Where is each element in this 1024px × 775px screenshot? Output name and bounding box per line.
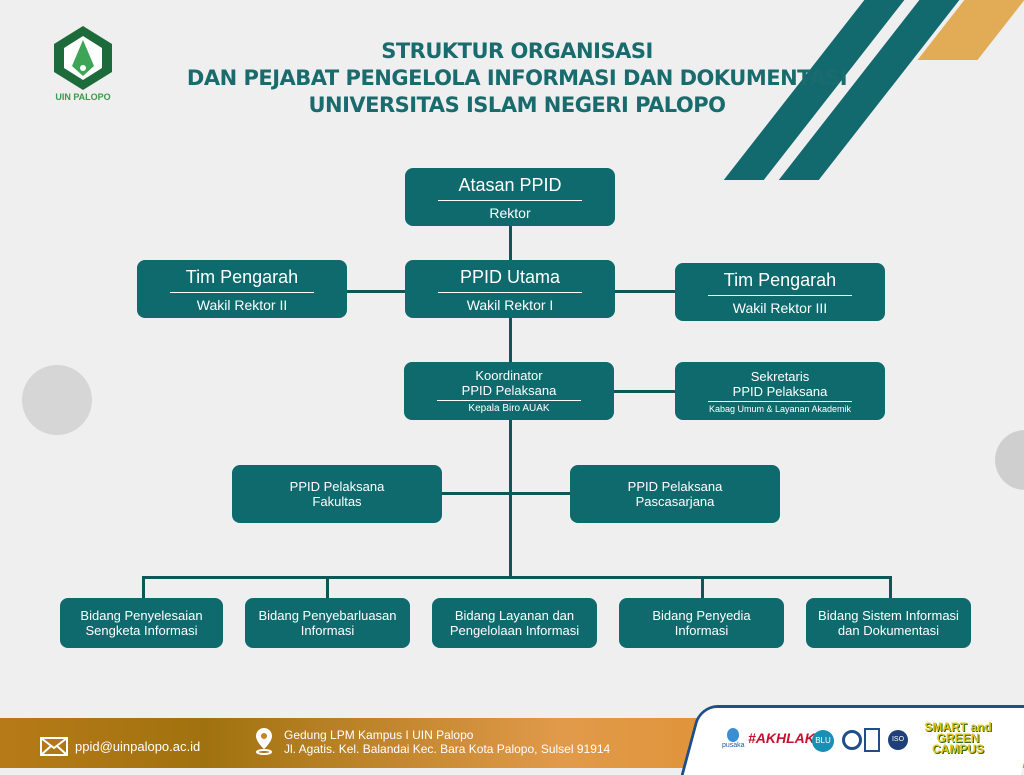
box-title: PPID Pelaksana	[461, 383, 557, 398]
connector-line	[889, 576, 892, 598]
bidang-line: Informasi	[674, 623, 729, 638]
connector-line	[701, 576, 704, 598]
divider	[170, 291, 314, 293]
box-title: Tim Pengarah	[723, 269, 837, 290]
circle-decoration	[22, 365, 92, 435]
box-subtitle: Rektor	[489, 204, 531, 221]
page-title: STRUKTUR ORGANISASI DAN PEJABAT PENGELOL…	[150, 38, 884, 119]
bidang-line: Bidang Sistem Informasi	[818, 608, 959, 623]
box-subtitle: Wakil Rektor II	[196, 296, 288, 313]
connector-line	[614, 390, 675, 393]
divider	[438, 199, 582, 201]
circle-decoration	[995, 430, 1024, 490]
divider	[708, 400, 852, 402]
logo-text: UIN PALOPO	[55, 92, 111, 102]
box-title: Koordinator	[475, 368, 543, 383]
location-pin-icon	[254, 727, 274, 755]
pusaka-logo: pusaka	[722, 728, 745, 749]
uin-palopo-logo	[52, 26, 114, 90]
mail-icon	[40, 737, 68, 756]
connector-line	[326, 576, 329, 598]
box-subtitle: Fakultas	[312, 494, 362, 509]
footer-email[interactable]: ppid@uinpalopo.ac.id	[75, 739, 201, 754]
divider	[438, 291, 582, 293]
box-subtitle: Pascasarjana	[635, 494, 715, 509]
bidang-line: Bidang Penyedia	[652, 608, 751, 623]
atasan-ppid-box: Atasan PPID Rektor	[405, 168, 615, 226]
box-subtitle: Kabag Umum & Layanan Akademik	[708, 403, 852, 414]
box-title: PPID Pelaksana	[627, 479, 723, 494]
divider	[437, 400, 581, 401]
connector-line	[142, 576, 145, 598]
blu-logo: BLU	[812, 730, 834, 752]
connector-line	[142, 576, 892, 579]
footer-address-line-2: Jl. Agatis. Kel. Balandai Kec. Bara Kota…	[284, 742, 611, 756]
badge-logo	[842, 730, 862, 750]
bidang-line: Informasi	[300, 623, 355, 638]
title-line-2: DAN PEJABAT PENGELOLA INFORMASI DAN DOKU…	[186, 66, 848, 90]
title-line-1: STRUKTUR ORGANISASI	[381, 39, 653, 63]
bidang-line: Bidang Penyebarluasan	[258, 608, 397, 623]
box-subtitle: Kepala Biro AUAK	[468, 403, 550, 414]
title-line-3: UNIVERSITAS ISLAM NEGERI PALOPO	[308, 93, 726, 117]
box-title: Atasan PPID	[458, 174, 562, 195]
bidang-line: dan Dokumentasi	[837, 623, 940, 638]
bidang-line: Bidang Layanan dan	[454, 608, 575, 623]
footer-address-line-1: Gedung LPM Kampus I UIN Palopo	[284, 728, 474, 742]
box-subtitle: Wakil Rektor III	[732, 299, 828, 316]
box-title: PPID Utama	[459, 266, 561, 287]
box-subtitle: Wakil Rektor I	[466, 296, 554, 313]
box-title: PPID Pelaksana	[732, 383, 828, 399]
box-title: PPID Pelaksana	[289, 479, 385, 494]
smart-green-campus-logo: SMART and GREEN CAMPUS	[924, 720, 992, 756]
akhlak-logo: #AKHLAK	[748, 730, 815, 746]
badge-logo	[864, 728, 880, 752]
bidang-line: Pengelolaan Informasi	[449, 623, 580, 638]
connector-line	[442, 492, 570, 495]
bidang-line: Bidang Penyelesaian	[80, 608, 203, 623]
iso-logo: ISO	[888, 730, 908, 750]
divider	[708, 294, 852, 296]
box-title: Tim Pengarah	[185, 266, 299, 287]
bidang-line: Sengketa Informasi	[85, 623, 198, 638]
box-title: Sekretaris	[750, 368, 810, 384]
